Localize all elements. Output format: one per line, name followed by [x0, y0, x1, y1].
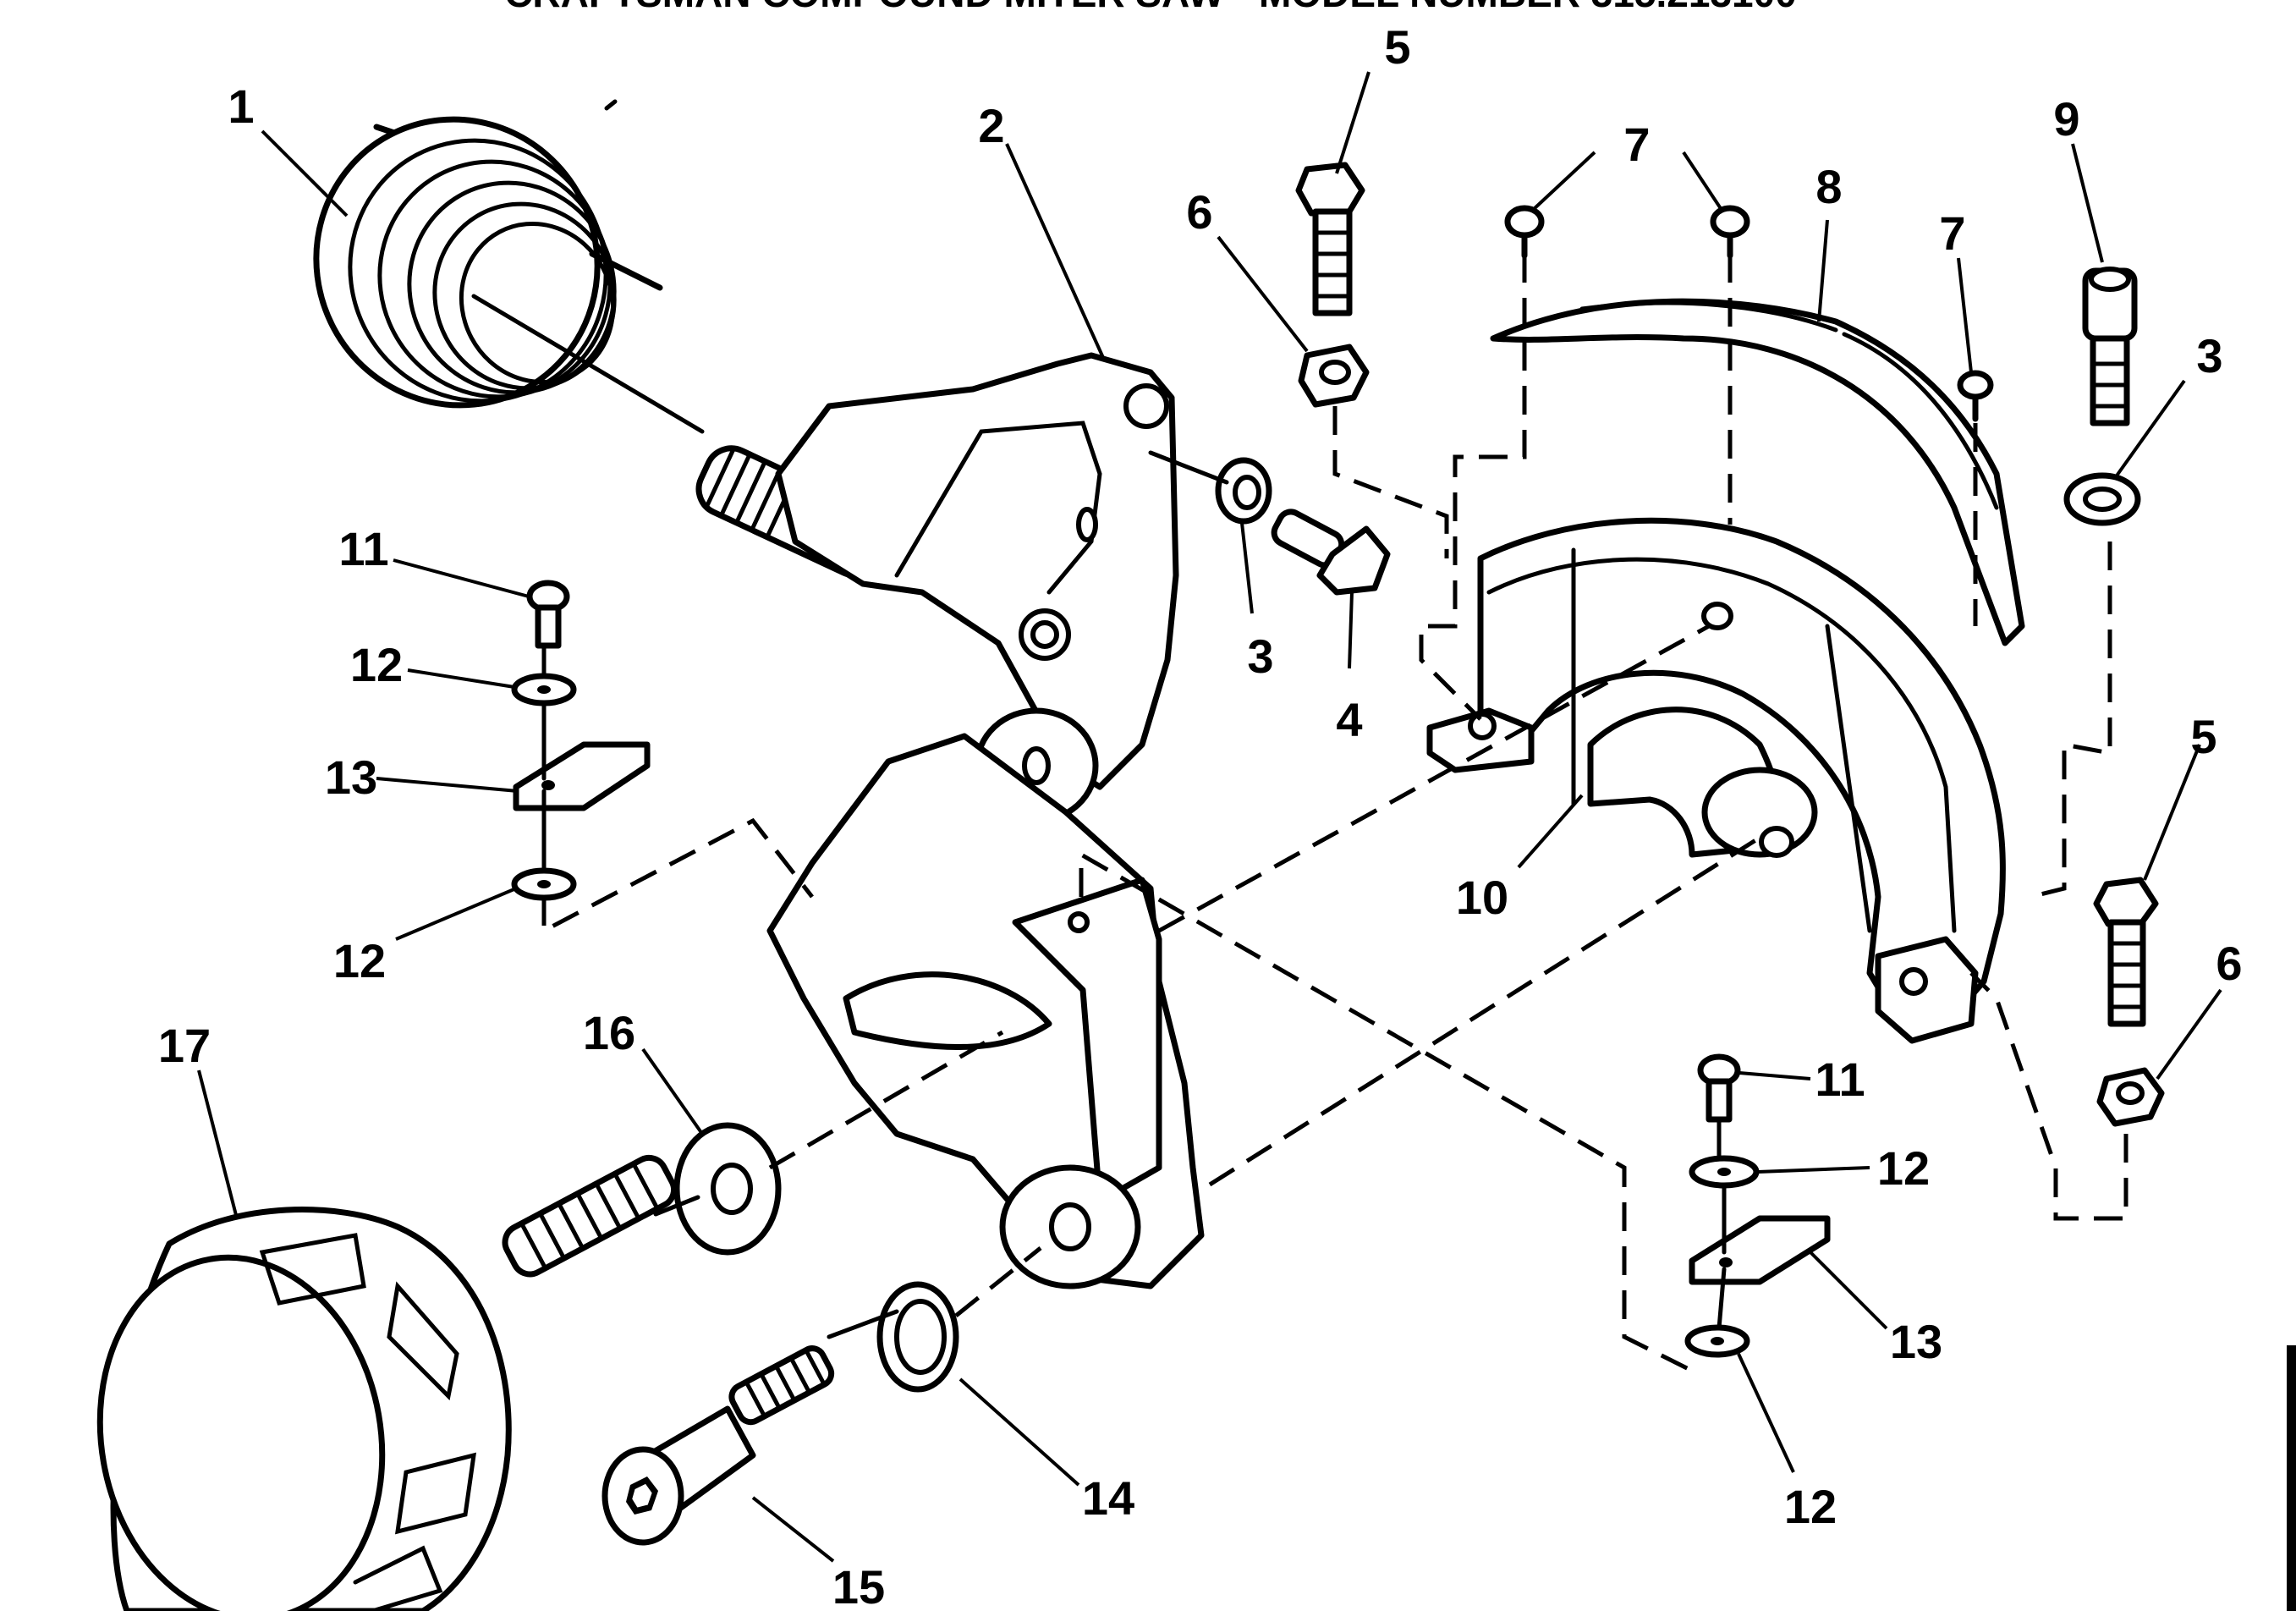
- callout-8: 8: [1815, 160, 1842, 213]
- scan-marks: [604, 99, 2296, 1611]
- callout-3a: 3: [1247, 630, 1273, 683]
- washer-12-right-upper: [1689, 1155, 1760, 1189]
- screw-11-left: [526, 580, 570, 649]
- screw-7a: [1504, 205, 1545, 259]
- callout-15: 15: [832, 1560, 885, 1611]
- callout-12c: 12: [1877, 1141, 1930, 1195]
- socket-cap-screw: [2082, 267, 2138, 426]
- lock-knob: [96, 1154, 678, 1611]
- callout-16: 16: [583, 1006, 635, 1059]
- callout-14: 14: [1082, 1471, 1134, 1525]
- callout-13a: 13: [325, 751, 377, 804]
- lock-washer-left: [1215, 457, 1272, 525]
- hex-bolt-upper: [1295, 162, 1365, 316]
- callout-1: 1: [228, 80, 254, 133]
- callout-4: 4: [1336, 693, 1362, 746]
- hex-bolt-lower: [2093, 877, 2159, 1027]
- callout-10: 10: [1456, 871, 1508, 924]
- washer-12-left-upper: [511, 673, 577, 707]
- hex-nut-lower: [2096, 1067, 2165, 1127]
- callout-9: 9: [2053, 92, 2079, 146]
- callout-12b: 12: [333, 934, 386, 987]
- leader-lines: [197, 71, 2222, 1563]
- hex-bolt: [1271, 509, 1391, 596]
- callout-6a: 6: [1186, 185, 1212, 239]
- callout-11b: 11: [1815, 1053, 1865, 1106]
- screw-7c: [1957, 370, 1994, 422]
- clip-plate-13-right: [1689, 1215, 1831, 1285]
- callout-11a: 11: [338, 522, 388, 575]
- lock-washer-right: [2063, 472, 2141, 526]
- callout-5b: 5: [2190, 710, 2216, 763]
- washer-12-right-lower: [1684, 1324, 1750, 1358]
- flat-washer-16: [673, 1122, 782, 1256]
- callout-6b: 6: [2216, 937, 2242, 990]
- callout-7a: 7: [1623, 118, 1650, 171]
- washer-12-left-lower: [511, 867, 577, 901]
- callout-2: 2: [978, 99, 1004, 152]
- callout-13b: 13: [1890, 1315, 1942, 1368]
- screw-7b: [1710, 205, 1750, 259]
- bevel-quadrant: [1426, 517, 2006, 1044]
- torsion-spring: [313, 116, 663, 409]
- callout-7b: 7: [1939, 206, 1965, 260]
- callout-5a: 5: [1384, 20, 1410, 74]
- assembly-lines: [471, 254, 2128, 1373]
- flat-washer-14: [876, 1281, 959, 1393]
- callout-12a: 12: [350, 638, 403, 691]
- callout-labels: 1 2 3 3 4 5 5 6 6 7 7 8 9 10 11 11 12 12…: [158, 20, 2243, 1611]
- bevel-bracket: [695, 352, 1205, 1289]
- callout-17: 17: [158, 1019, 211, 1072]
- bevel-scale: [1490, 298, 2025, 646]
- callout-12d: 12: [1784, 1480, 1837, 1533]
- shoulder-bolt: [601, 1345, 835, 1546]
- clip-plate-13-left: [513, 741, 651, 811]
- diagram-title: CRAFTSMAN COMPOUND MITER SAW - MODEL NUM…: [504, 0, 1797, 15]
- screw-11-right: [1697, 1053, 1741, 1123]
- hex-nut-upper: [1298, 344, 1370, 408]
- callout-3b: 3: [2196, 329, 2222, 382]
